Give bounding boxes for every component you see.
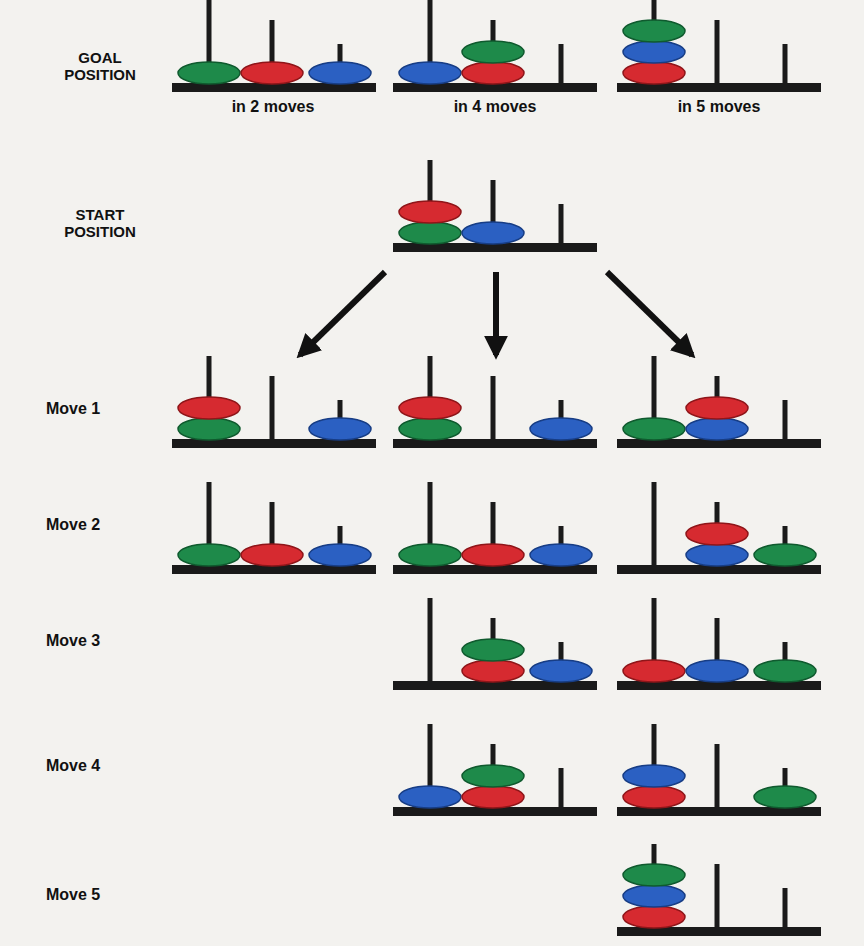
peg	[559, 44, 564, 84]
disc	[462, 41, 524, 63]
disc	[623, 786, 685, 808]
peg-board	[617, 0, 821, 92]
peg-board	[617, 482, 821, 574]
disc	[623, 20, 685, 42]
peg-board	[393, 160, 597, 252]
peg	[428, 598, 433, 682]
peg-board	[172, 356, 376, 448]
peg-board	[617, 724, 821, 816]
peg	[491, 376, 496, 440]
disc	[178, 418, 240, 440]
disc	[462, 544, 524, 566]
peg	[715, 744, 720, 808]
peg	[559, 204, 564, 244]
disc	[309, 62, 371, 84]
disc	[530, 660, 592, 682]
move-label: Move 5	[46, 886, 146, 904]
disc	[686, 418, 748, 440]
disc	[462, 222, 524, 244]
peg-board	[393, 356, 597, 448]
peg-board	[172, 0, 376, 92]
disc	[309, 544, 371, 566]
disc	[686, 544, 748, 566]
branch-arrow	[493, 272, 499, 355]
disc	[623, 885, 685, 907]
disc	[399, 397, 461, 419]
disc	[462, 765, 524, 787]
disc	[754, 786, 816, 808]
peg-board	[393, 0, 597, 92]
disc	[399, 222, 461, 244]
move-count: in 5 moves	[649, 98, 789, 116]
move-label: Move 3	[46, 632, 146, 650]
disc	[623, 41, 685, 63]
disc	[399, 62, 461, 84]
disc	[530, 544, 592, 566]
disc	[178, 62, 240, 84]
branch-arrow	[300, 272, 385, 355]
disc	[241, 62, 303, 84]
peg	[270, 376, 275, 440]
disc	[623, 62, 685, 84]
disc	[462, 786, 524, 808]
row-heading: START POSITION	[45, 207, 155, 240]
disc	[623, 660, 685, 682]
branch-arrow	[607, 272, 692, 355]
peg	[783, 44, 788, 84]
disc	[178, 544, 240, 566]
disc	[754, 544, 816, 566]
disc	[399, 544, 461, 566]
disc	[623, 765, 685, 787]
move-label: Move 1	[46, 400, 146, 418]
peg-board	[617, 598, 821, 690]
peg	[559, 768, 564, 808]
disc	[462, 62, 524, 84]
disc	[754, 660, 816, 682]
disc	[399, 201, 461, 223]
disc	[399, 418, 461, 440]
peg	[783, 400, 788, 440]
peg-board	[617, 356, 821, 448]
peg	[715, 864, 720, 928]
peg-board	[393, 724, 597, 816]
move-count: in 4 moves	[425, 98, 565, 116]
peg-board	[393, 598, 597, 690]
disc	[241, 544, 303, 566]
disc	[686, 660, 748, 682]
disc	[686, 523, 748, 545]
peg-board	[172, 482, 376, 574]
move-count: in 2 moves	[203, 98, 343, 116]
disc	[623, 864, 685, 886]
peg-board	[617, 844, 821, 936]
row-heading: GOAL POSITION	[45, 50, 155, 83]
disc	[623, 418, 685, 440]
disc	[462, 639, 524, 661]
disc	[623, 906, 685, 928]
disc	[309, 418, 371, 440]
peg	[783, 888, 788, 928]
disc	[178, 397, 240, 419]
move-label: Move 4	[46, 757, 146, 775]
disc	[530, 418, 592, 440]
disc	[462, 660, 524, 682]
peg	[652, 482, 657, 566]
disc	[399, 786, 461, 808]
peg-board	[393, 482, 597, 574]
disc	[686, 397, 748, 419]
move-label: Move 2	[46, 516, 146, 534]
peg	[715, 20, 720, 84]
